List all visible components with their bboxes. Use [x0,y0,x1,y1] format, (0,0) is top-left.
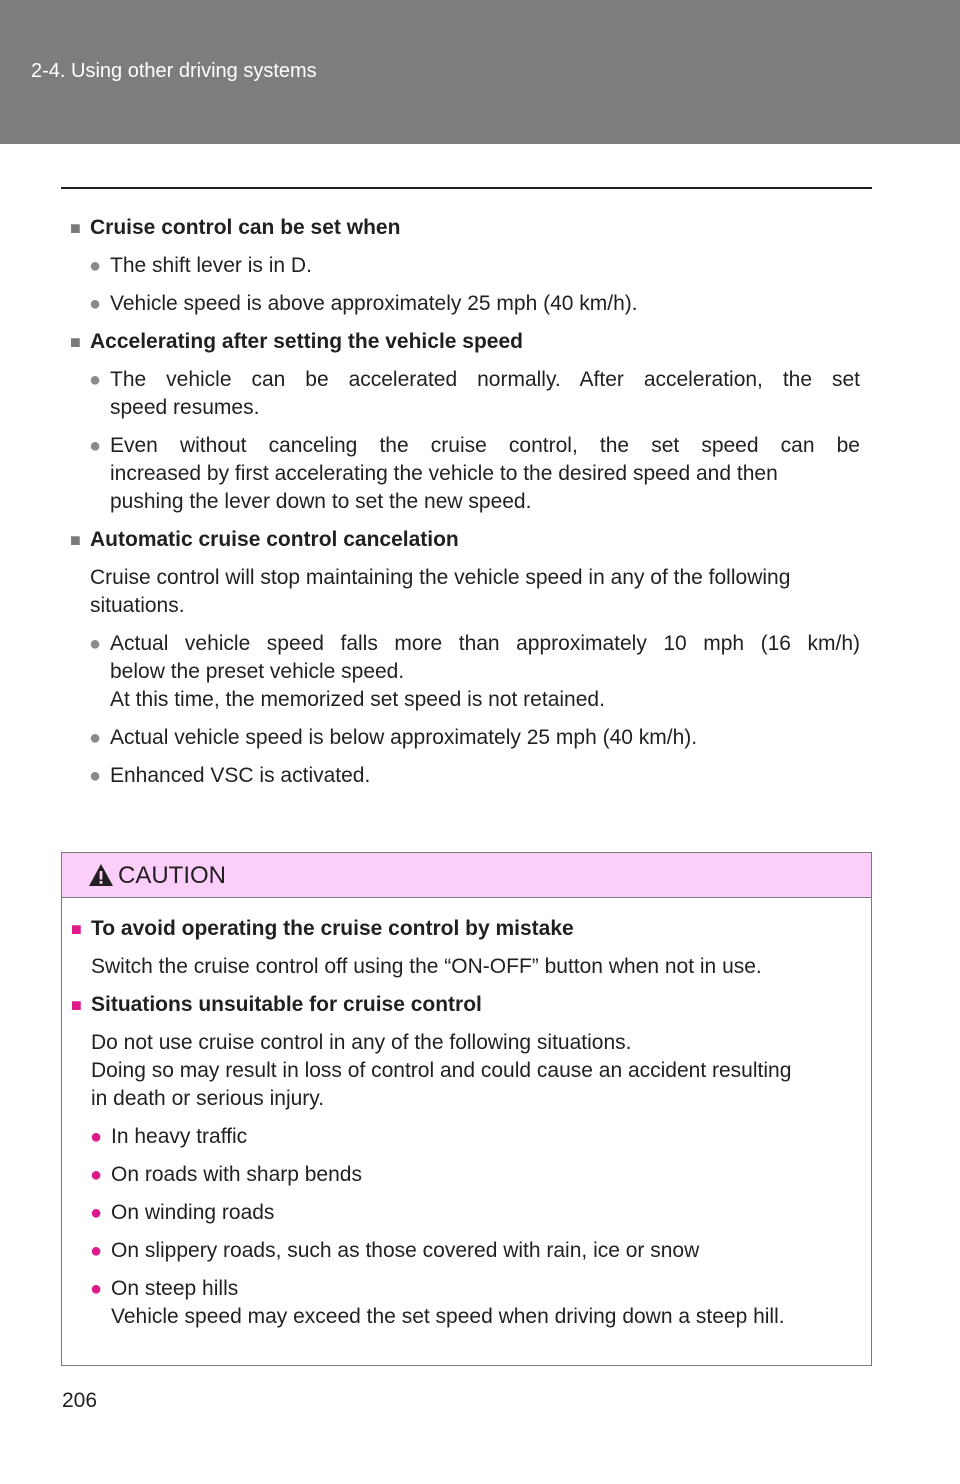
list-item: ● On winding roads [71,1199,863,1227]
heading-accelerating: ■ Accelerating after setting the vehicle… [70,328,860,356]
heading-text: Automatic cruise control cancelation [90,528,459,551]
list-item-text: pushing the lever down to set the new sp… [110,490,532,513]
circle-bullet-icon: ● [90,1240,103,1262]
list-item-text: Vehicle speed is above approximately 25 … [110,292,638,315]
circle-bullet-icon: ● [89,255,102,277]
circle-bullet-icon: ● [90,1164,103,1186]
page-header: 2-4. Using other driving systems [0,0,960,144]
list-item-text: At this time, the memorized set speed is… [110,688,605,711]
list-item-text: speed resumes. [110,396,260,419]
square-bullet-icon: ■ [70,530,81,550]
list-item-text: Even without canceling the cruise contro… [110,434,860,457]
list-item-text: The vehicle can be accelerated normally.… [110,368,860,391]
list-item-text: On roads with sharp bends [111,1163,362,1186]
caution-title: CAUTION [118,862,226,889]
list-item: ● Enhanced VSC is activated. [70,762,860,790]
paragraph: Do not use cruise control in any of the … [71,1029,863,1113]
circle-bullet-icon: ● [90,1126,103,1148]
list-item-text: Actual vehicle speed falls more than app… [110,632,860,655]
list-item-text: On winding roads [111,1201,275,1224]
heading-auto-cancel: ■ Automatic cruise control cancelation [70,526,860,554]
caution-content: ■ To avoid operating the cruise control … [71,915,863,1341]
circle-bullet-icon: ● [89,765,102,787]
list-item-text: Enhanced VSC is activated. [110,764,371,787]
square-bullet-icon: ■ [71,995,82,1015]
circle-bullet-icon: ● [89,369,102,391]
circle-bullet-icon: ● [89,633,102,655]
list-item: ● Even without canceling the cruise cont… [70,432,860,516]
list-item: ● On roads with sharp bends [71,1161,863,1189]
heading-cruise-set: ■ Cruise control can be set when [70,214,860,242]
list-item: ● Vehicle speed is above approximately 2… [70,290,860,318]
list-item-text: Actual vehicle speed is below approximat… [110,726,698,749]
caution-box: CAUTION ■ To avoid operating the cruise … [61,852,872,1366]
heading-unsuitable: ■ Situations unsuitable for cruise contr… [71,991,863,1019]
circle-bullet-icon: ● [89,293,102,315]
heading-text: Accelerating after setting the vehicle s… [90,330,523,353]
circle-bullet-icon: ● [90,1202,103,1224]
square-bullet-icon: ■ [70,218,81,238]
paragraph-line: Doing so may result in loss of control a… [91,1059,792,1082]
divider-rule [61,187,872,189]
warning-triangle-icon [89,864,113,886]
square-bullet-icon: ■ [71,919,82,939]
main-content: ■ Cruise control can be set when ● The s… [70,214,860,800]
list-item: ● Actual vehicle speed falls more than a… [70,630,860,714]
list-item-text: increased by first accelerating the vehi… [110,462,778,485]
heading-text: Cruise control can be set when [90,216,401,239]
paragraph-line: in death or serious injury. [91,1087,325,1110]
list-item: ● Actual vehicle speed is below approxim… [70,724,860,752]
paragraph-line: Cruise control will stop maintaining the… [90,566,791,589]
list-item-text: On steep hills [111,1277,239,1300]
square-bullet-icon: ■ [70,332,81,352]
paragraph: Switch the cruise control off using the … [71,953,863,981]
list-item: ● On slippery roads, such as those cover… [71,1237,863,1265]
list-item-text: On slippery roads, such as those covered… [111,1239,700,1262]
heading-avoid-mistake: ■ To avoid operating the cruise control … [71,915,863,943]
list-item: ● The vehicle can be accelerated normall… [70,366,860,422]
page-number: 206 [62,1389,98,1412]
circle-bullet-icon: ● [89,435,102,457]
heading-text: Situations unsuitable for cruise control [91,993,482,1016]
section-title: 2-4. Using other driving systems [31,60,317,82]
paragraph-line: Switch the cruise control off using the … [91,955,762,978]
paragraph-line: situations. [90,594,185,617]
circle-bullet-icon: ● [90,1278,103,1300]
list-item-text: In heavy traffic [111,1125,248,1148]
paragraph-line: Do not use cruise control in any of the … [91,1031,632,1054]
paragraph: Cruise control will stop maintaining the… [70,564,860,620]
list-item: ● In heavy traffic [71,1123,863,1151]
list-item-text: The shift lever is in D. [110,254,312,277]
list-item-text: Vehicle speed may exceed the set speed w… [111,1305,785,1328]
heading-text: To avoid operating the cruise control by… [91,917,574,940]
list-item: ● The shift lever is in D. [70,252,860,280]
circle-bullet-icon: ● [89,727,102,749]
list-item-text: below the preset vehicle speed. [110,660,405,683]
caution-header: CAUTION [62,853,871,898]
list-item: ● On steep hills Vehicle speed may excee… [71,1275,863,1331]
